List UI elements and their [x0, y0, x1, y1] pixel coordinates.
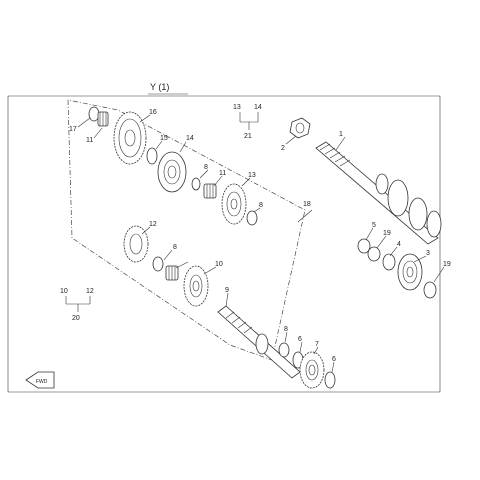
- bearing-11a: [97, 111, 109, 127]
- callout-13: 13: [248, 172, 256, 179]
- callout-8-upper: 8: [204, 164, 208, 171]
- group-label-21: 21: [244, 133, 252, 140]
- washer-8c: [152, 256, 164, 272]
- gear-7: [299, 351, 325, 389]
- callout-8-bottom: 8: [284, 326, 288, 333]
- view-label: Y (1): [150, 82, 169, 92]
- fwd-direction-arrow: FWD: [25, 371, 55, 389]
- callout-6-right: 6: [332, 356, 336, 363]
- gear-13: [221, 183, 247, 225]
- callout-11-upper: 11: [86, 137, 93, 144]
- washer-8a: [191, 177, 201, 191]
- callout-18: 18: [303, 201, 311, 208]
- callout-6-left: 6: [298, 336, 302, 343]
- callout-12-lower: 12: [149, 221, 157, 228]
- gear-12: [123, 225, 149, 263]
- shaft-collar: [375, 173, 389, 195]
- countershaft-collar: [255, 333, 269, 355]
- callout-4: 4: [397, 241, 401, 248]
- callout-8-right: 8: [259, 202, 263, 209]
- shaft-gear-large: [387, 179, 409, 217]
- callout-19-right-lower: 19: [443, 261, 451, 268]
- washer-17: [88, 106, 100, 122]
- gear-3: [397, 253, 423, 291]
- callout-8-lower: 8: [173, 244, 177, 251]
- group-label-20: 20: [72, 315, 80, 322]
- bearing-4: [382, 253, 396, 271]
- callout-14: 14: [186, 135, 194, 142]
- callout-15: 15: [160, 135, 168, 142]
- group-label-13: 13: [233, 104, 241, 111]
- washer-6b: [324, 371, 336, 389]
- countershaft: [217, 305, 301, 379]
- main-shaft: [315, 141, 442, 245]
- callout-17: 17: [69, 126, 77, 133]
- hub-14: [157, 151, 187, 193]
- washer-19a: [367, 246, 381, 262]
- shaft-nut: [289, 117, 311, 139]
- group-label-14: 14: [254, 104, 262, 111]
- shaft-nut-bore: [295, 122, 305, 134]
- callout-16: 16: [149, 109, 157, 116]
- washer-8d: [278, 342, 290, 358]
- gear-10: [183, 265, 209, 307]
- callout-10: 10: [215, 261, 223, 268]
- callout-1: 1: [339, 131, 343, 138]
- group-bracket-bottom: [65, 296, 91, 312]
- shaft-gear-small: [426, 210, 442, 238]
- callout-11-middle: 11: [219, 170, 226, 177]
- washer-15: [146, 147, 158, 165]
- shaft-gear-medium: [408, 197, 428, 231]
- bearing-11c: [165, 265, 179, 281]
- group-label-12: 12: [86, 288, 94, 295]
- washer-5: [357, 238, 371, 254]
- washer-19b: [423, 281, 437, 299]
- leader-lines: [77, 114, 445, 373]
- fwd-label: FWD: [36, 379, 48, 385]
- callout-3: 3: [426, 250, 430, 257]
- countershaft-spline: [225, 311, 253, 334]
- bearing-11b: [203, 183, 217, 199]
- washer-8b: [246, 210, 258, 226]
- callout-2: 2: [281, 145, 285, 152]
- group-bracket-top: [239, 112, 259, 130]
- group-label-10: 10: [60, 288, 68, 295]
- callout-19-right-upper: 19: [383, 230, 391, 237]
- shaft-spline: [319, 143, 351, 167]
- callout-9: 9: [225, 287, 229, 294]
- gear-16: [113, 111, 147, 165]
- callout-7: 7: [315, 341, 319, 348]
- callout-5: 5: [372, 222, 376, 229]
